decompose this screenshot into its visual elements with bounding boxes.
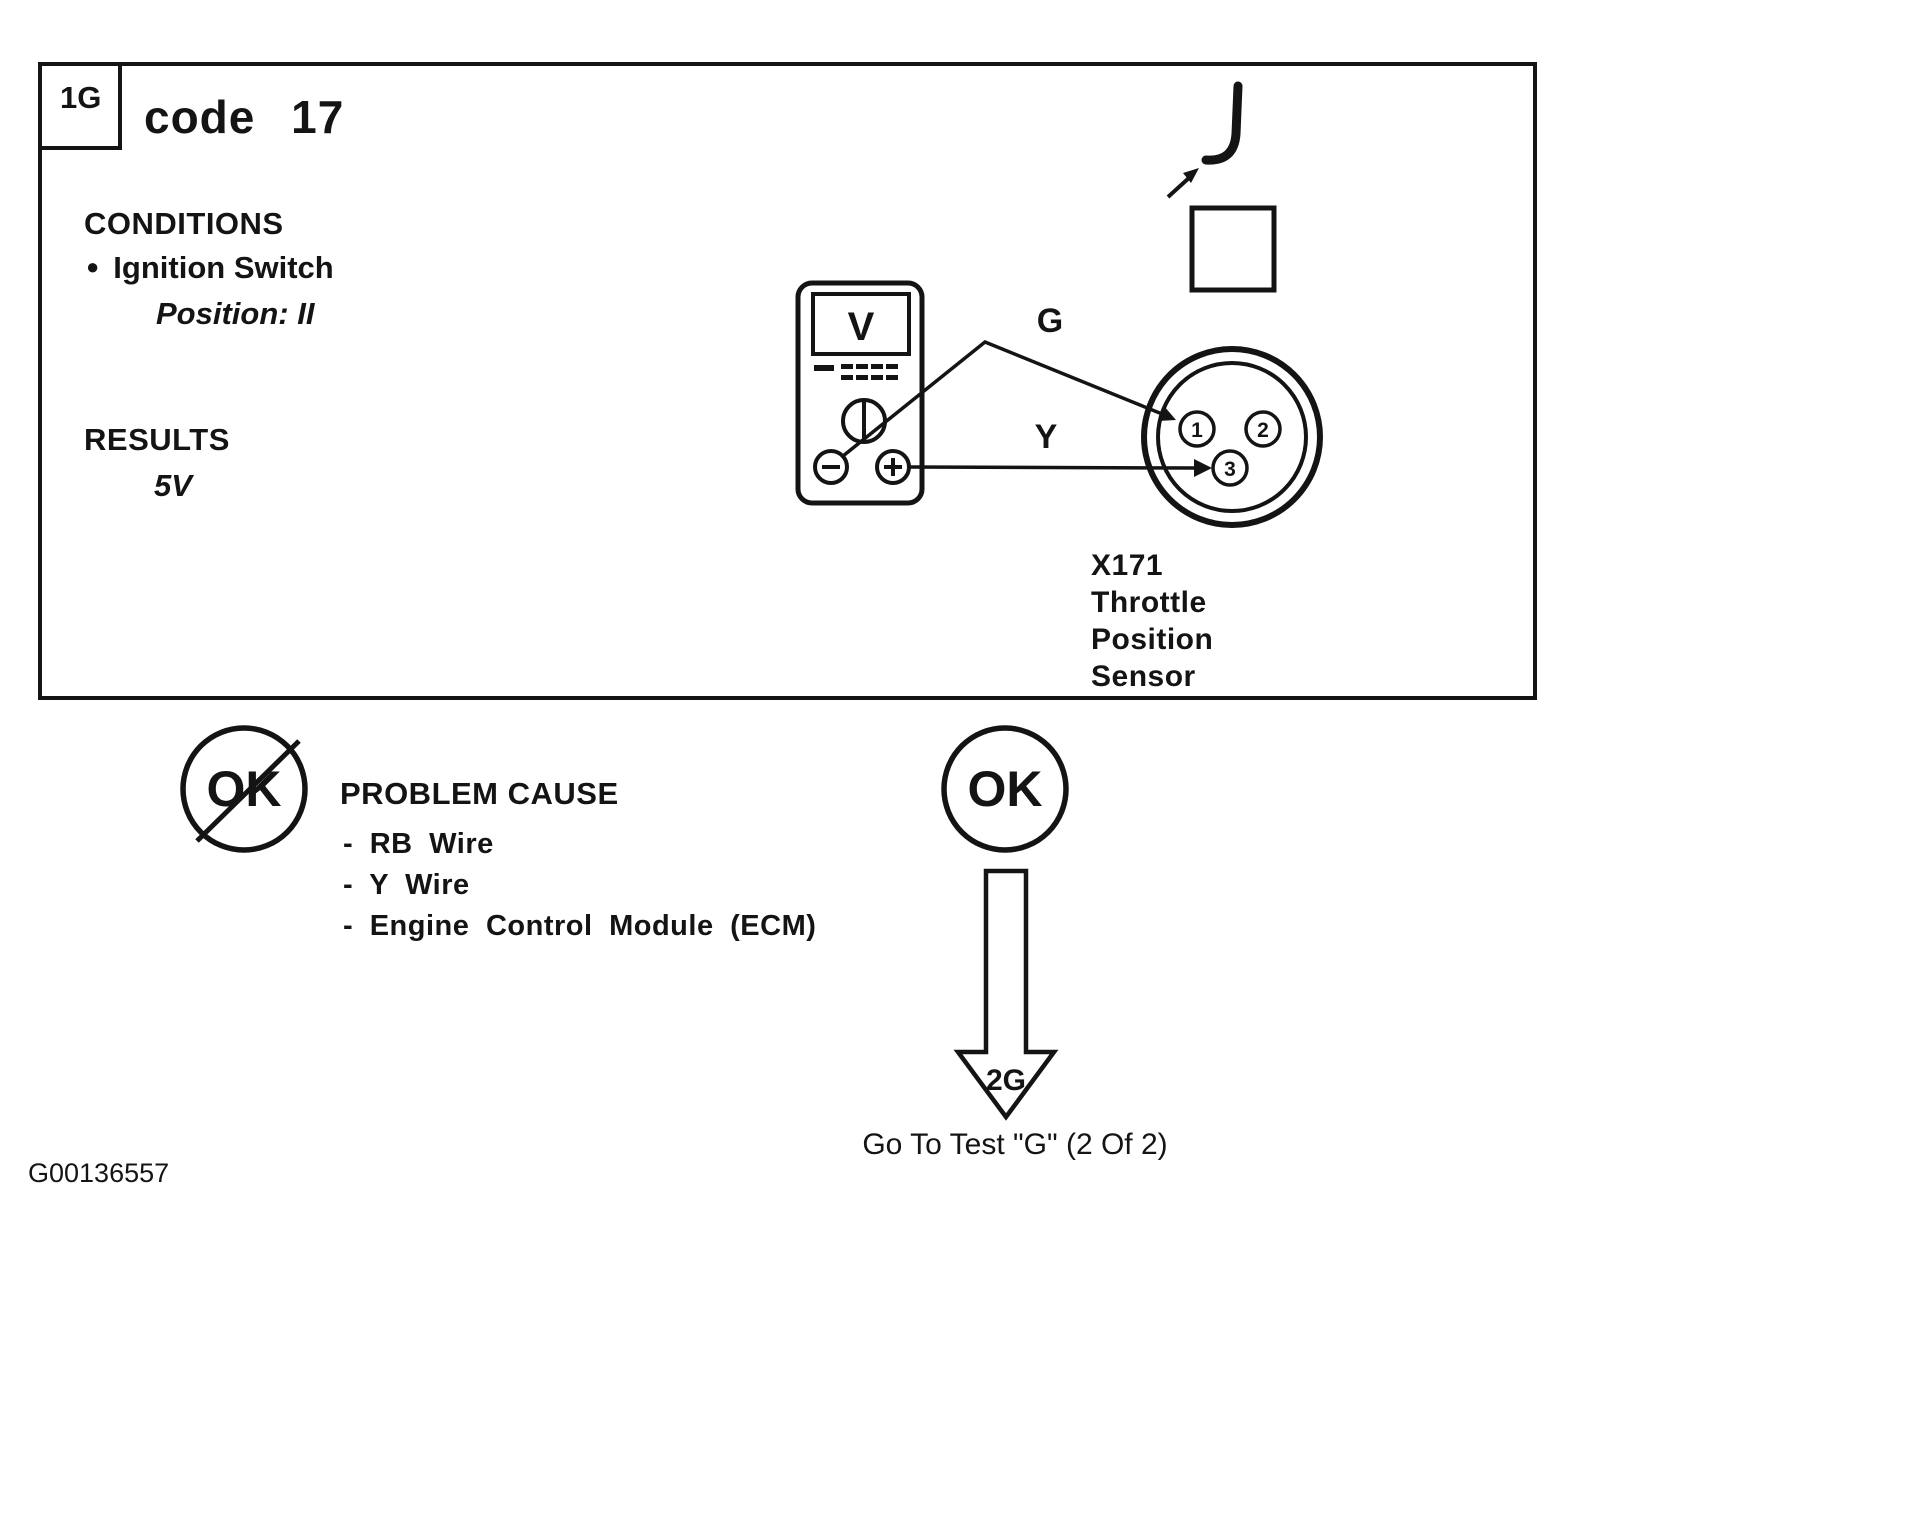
wire-g: G xyxy=(841,302,1176,458)
pin-2: 2 xyxy=(1244,410,1282,448)
connector-housing xyxy=(1189,205,1277,293)
wire-y-label: Y xyxy=(1035,418,1058,456)
plus-terminal-icon xyxy=(875,449,911,485)
condition-detail: Position: II xyxy=(156,296,315,331)
wire-y: Y xyxy=(909,418,1212,477)
results-heading: RESULTS xyxy=(84,422,230,457)
not-ok-symbol: OK xyxy=(180,725,308,853)
wire-g-label: G xyxy=(1037,302,1063,340)
conditions-heading: CONDITIONS xyxy=(84,206,284,241)
meter-dial-icon xyxy=(841,398,887,444)
cause-item: - RB Wire xyxy=(343,828,494,860)
code-title: code 17 xyxy=(144,91,345,143)
test-id-box: 1G xyxy=(38,62,122,150)
sensor-label-line: Position xyxy=(1091,623,1214,656)
ok-circle xyxy=(941,725,1069,853)
not-ok-circle xyxy=(180,725,308,853)
sensor-label-line: Throttle xyxy=(1091,586,1207,619)
problem-cause-heading: PROBLEM CAUSE xyxy=(340,776,619,811)
sensor-label-line: X171 xyxy=(1091,549,1164,582)
problem-cause-list: - RB Wire - Y Wire - Engine Control Modu… xyxy=(343,824,816,947)
connector-icon xyxy=(1141,346,1323,528)
voltmeter-icon: V xyxy=(795,280,925,506)
svg-text:3: 3 xyxy=(1224,458,1236,481)
svg-text:1: 1 xyxy=(1191,419,1203,442)
sensor-label-line: Sensor xyxy=(1091,660,1196,693)
results-value: 5V xyxy=(154,468,192,503)
probe-hook-icon xyxy=(1166,81,1243,199)
down-arrow-icon xyxy=(953,868,1059,1121)
pin-1: 1 xyxy=(1178,410,1216,448)
cause-item: - Engine Control Module (ECM) xyxy=(343,910,817,942)
wire-g-arrowhead xyxy=(1158,406,1176,421)
pass-flow: OK 2G xyxy=(941,725,1069,1121)
condition-item-label: Ignition Switch xyxy=(113,250,334,285)
minus-terminal-icon xyxy=(813,449,849,485)
figure-id: G00136557 xyxy=(28,1158,170,1188)
condition-item: ● Ignition Switch xyxy=(86,250,334,286)
cause-item: - Y Wire xyxy=(343,869,470,901)
connector-pins: 1 2 3 xyxy=(1178,410,1282,487)
bullet-icon: ● xyxy=(86,254,100,279)
pin-3: 3 xyxy=(1211,449,1249,487)
sensor-label: X171 Throttle Position Sensor xyxy=(1091,547,1213,695)
meter-segments-icon xyxy=(814,364,898,380)
goto-test-text: Go To Test "G" (2 Of 2) xyxy=(862,1128,1168,1161)
cross-line xyxy=(195,739,301,843)
meter-display xyxy=(811,292,911,356)
wire-y-arrowhead xyxy=(1194,459,1212,477)
ok-label: OK xyxy=(968,761,1043,817)
test-id-label: 1G xyxy=(60,80,102,115)
meter-display-label: V xyxy=(848,305,875,349)
arrow-step-label: 2G xyxy=(986,1064,1026,1097)
svg-text:2: 2 xyxy=(1257,419,1269,442)
circuit-diagram: V xyxy=(795,81,1323,528)
